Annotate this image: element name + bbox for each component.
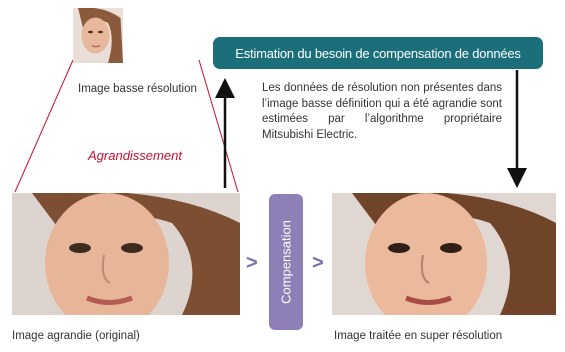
enlargement-label: Agrandissement — [88, 148, 182, 163]
super-resolution-image — [332, 193, 556, 315]
low-resolution-image — [73, 8, 123, 63]
arrow-to-compensation: > — [246, 252, 258, 274]
algorithm-description: Les données de résolution non présentes … — [262, 82, 502, 141]
portrait-enlarged — [12, 193, 240, 315]
enlarged-image — [12, 193, 240, 315]
enlargement-line-right — [198, 59, 239, 193]
portrait-thumbnail — [73, 8, 123, 63]
compensation-label: Compensation — [278, 220, 294, 304]
arrow-to-result: > — [312, 252, 324, 274]
enlarged-image-caption: Image agrandie (original) — [12, 330, 140, 342]
portrait-processed — [332, 193, 556, 315]
low-resolution-caption: Image basse résolution — [78, 83, 197, 95]
estimation-banner: Estimation du besoin de compensation de … — [213, 37, 543, 69]
compensation-box: Compensation — [269, 194, 303, 330]
enlargement-line-left — [14, 59, 74, 193]
super-resolution-caption: Image traitée en super résolution — [334, 330, 503, 342]
